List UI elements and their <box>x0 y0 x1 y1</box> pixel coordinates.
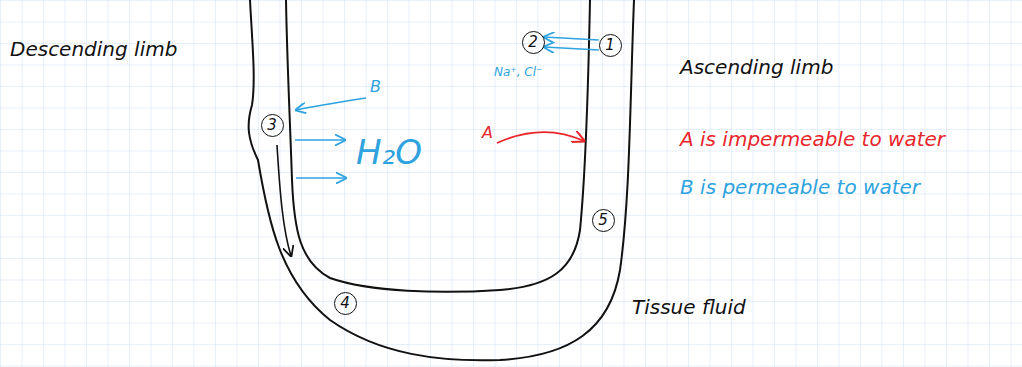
circled-number: 1 <box>599 34 622 57</box>
flow-arrow <box>277 145 291 256</box>
circled-number: 2 <box>522 31 545 54</box>
tubule-inner-wall <box>286 0 590 292</box>
key-note: B is permeable to water <box>680 175 920 199</box>
key-note: A is impermeable to water <box>680 127 945 151</box>
water-arrow <box>295 139 345 141</box>
limb-label: Ascending limb <box>680 56 833 78</box>
callout-number: 5 <box>598 213 608 228</box>
circled-number: 5 <box>592 209 615 232</box>
water-label: H₂O <box>356 132 422 172</box>
ion-arrow <box>544 37 599 40</box>
water-label: H₂O <box>356 134 422 171</box>
limb-label: Descending limb <box>10 37 177 61</box>
leader-arrow <box>296 98 366 110</box>
callout-letter: A <box>482 124 493 142</box>
key-note: A is impermeable to water <box>680 128 945 150</box>
callout-number: 4 <box>340 296 350 311</box>
tubule-outer-wall <box>249 0 634 360</box>
callout-letter: B <box>370 77 381 96</box>
region-label: Tissue fluid <box>632 295 746 319</box>
callout-letter: B <box>370 78 381 96</box>
leader-arrow <box>497 132 584 143</box>
ion-label: Na⁺, Cl⁻ <box>494 65 542 79</box>
ion-arrow <box>544 47 599 50</box>
region-label: Tissue fluid <box>632 296 746 318</box>
ion-label: Na⁺, Cl⁻ <box>494 62 542 80</box>
circled-number: 4 <box>334 292 357 315</box>
water-arrow <box>296 177 346 179</box>
limb-label: Descending limb <box>10 38 177 60</box>
callout-number: 1 <box>605 38 615 53</box>
limb-label: Ascending limb <box>680 55 833 79</box>
circled-number: 3 <box>261 114 284 137</box>
key-note: B is permeable to water <box>680 176 920 198</box>
callout-number: 2 <box>528 35 538 50</box>
callout-letter: A <box>482 123 493 142</box>
callout-number: 3 <box>267 118 277 133</box>
